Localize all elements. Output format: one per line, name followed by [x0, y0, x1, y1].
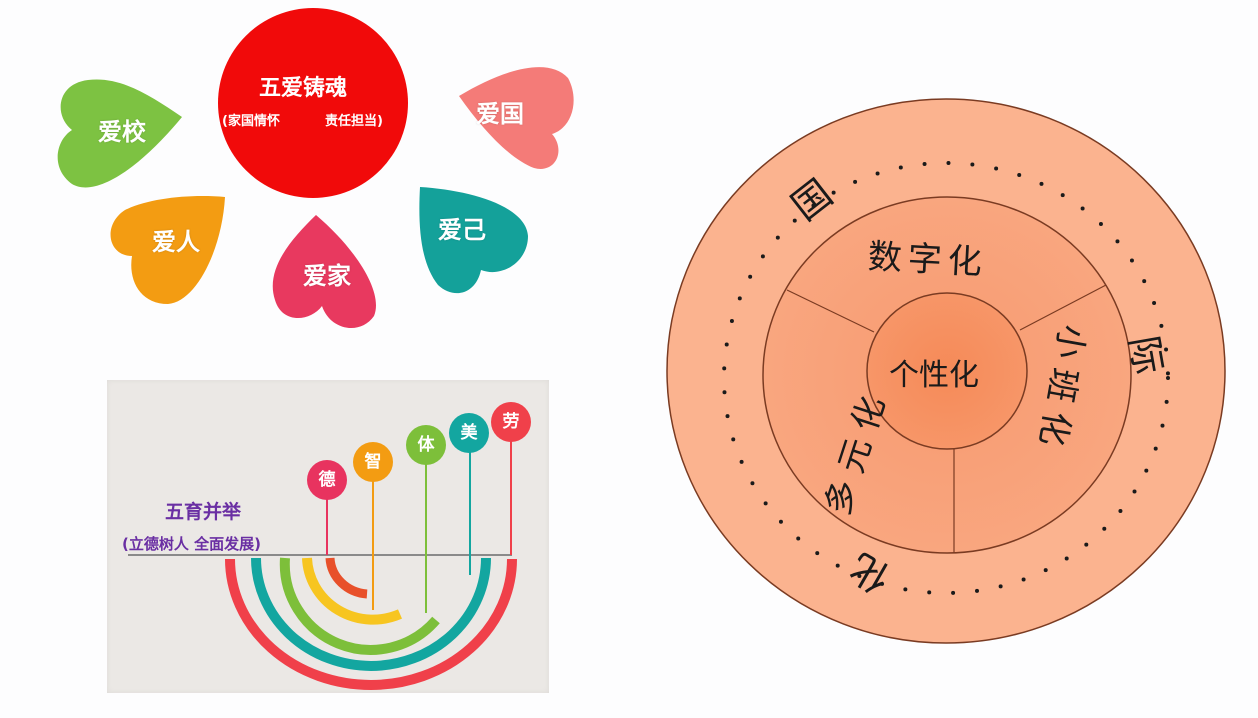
segment-label-small-class: 小班化 — [1029, 321, 1093, 459]
outer-char-ji: 际 — [1121, 332, 1171, 378]
ball-label-mei: 美 — [460, 423, 478, 443]
heart-icon — [419, 187, 528, 294]
heart-icon — [110, 196, 225, 304]
heart-icon — [57, 79, 182, 188]
ball-label-zhi: 智 — [364, 452, 382, 472]
core-circle — [866, 292, 1028, 450]
ball-label-ti: 体 — [417, 435, 435, 455]
segment-label-diverse: 多元化 — [817, 381, 897, 520]
core-label: 个性化 — [889, 358, 979, 393]
heart-label-people: 爱人 — [152, 228, 200, 256]
heart-icon — [459, 67, 574, 169]
arc-mei — [251, 557, 491, 671]
arc-ti — [279, 557, 440, 655]
five-loves-subtitle-right: 责任担当) — [325, 114, 383, 129]
arc-lao — [225, 558, 517, 690]
arcs-and-pins — [128, 402, 531, 690]
heart-label-family: 爱家 — [303, 262, 351, 290]
center-circle — [218, 8, 408, 198]
ball-zhi — [353, 442, 393, 482]
heart-label-country: 爱国 — [476, 100, 524, 128]
five-education-title: 五育并举 — [165, 501, 242, 523]
dotted-ring — [722, 161, 1170, 595]
segment-label-digital: 数字化 — [866, 236, 989, 284]
ball-ti — [406, 425, 446, 465]
heart-icon — [272, 215, 376, 329]
ball-lao — [491, 402, 531, 442]
ball-mei — [449, 413, 489, 453]
five-loves-title: 五爱铸魂 — [259, 76, 348, 101]
heart-label-school: 爱校 — [98, 118, 146, 146]
arc-de — [325, 557, 368, 599]
five-education-subtitle: (立德树人 全面发展) — [122, 535, 261, 553]
arc-zhi — [302, 557, 402, 625]
ball-de — [307, 460, 347, 500]
five-loves-subtitle-left: (家国情怀 — [222, 114, 280, 129]
ball-label-de: 德 — [318, 470, 336, 490]
heart-label-self: 爱己 — [438, 216, 486, 244]
hearts-shapes — [57, 8, 574, 329]
ball-label-lao: 劳 — [502, 412, 520, 432]
